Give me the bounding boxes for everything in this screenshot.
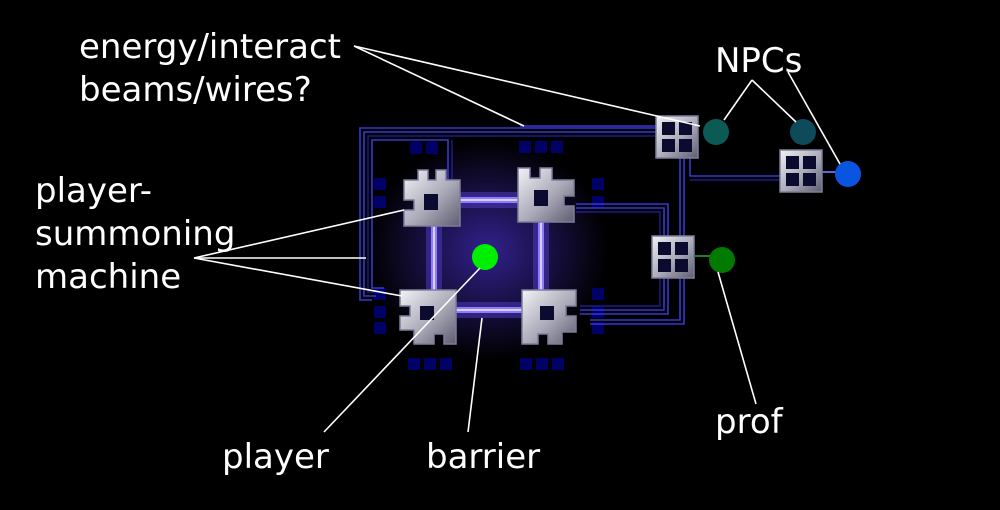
- window-terminal-icon: [662, 122, 692, 152]
- terminal-top[interactable]: [655, 115, 699, 159]
- label-energy-line1: energy/interact: [79, 27, 341, 67]
- terminal-middle[interactable]: [651, 235, 695, 279]
- prof-character[interactable]: [709, 247, 735, 273]
- machine-corner-bottom-left[interactable]: [399, 289, 457, 345]
- label-prof: prof: [715, 402, 784, 442]
- player-character[interactable]: [472, 244, 498, 270]
- annotation-pointers: [193, 45, 841, 433]
- label-barrier: barrier: [426, 437, 540, 477]
- label-npcs: NPCs: [715, 41, 802, 81]
- machine-corner-bottom-right[interactable]: [521, 289, 577, 345]
- window-terminal-icon: [786, 156, 816, 186]
- label-energy-line2: beams/wires?: [79, 70, 312, 110]
- window-terminal-icon: [658, 242, 688, 272]
- label-machine-line1: player-: [35, 171, 152, 211]
- label-machine-line2: summoning: [35, 214, 235, 254]
- label-player: player: [222, 437, 329, 477]
- machine-corner-top-right[interactable]: [517, 167, 575, 223]
- label-machine-line3: machine: [35, 257, 181, 297]
- npc-blue[interactable]: [835, 161, 861, 187]
- npc-teal-1[interactable]: [703, 119, 729, 145]
- machine-corner-top-left[interactable]: [403, 169, 461, 227]
- npc-teal-2[interactable]: [790, 119, 816, 145]
- floor-tiles: [374, 141, 604, 370]
- terminal-right[interactable]: [779, 149, 823, 193]
